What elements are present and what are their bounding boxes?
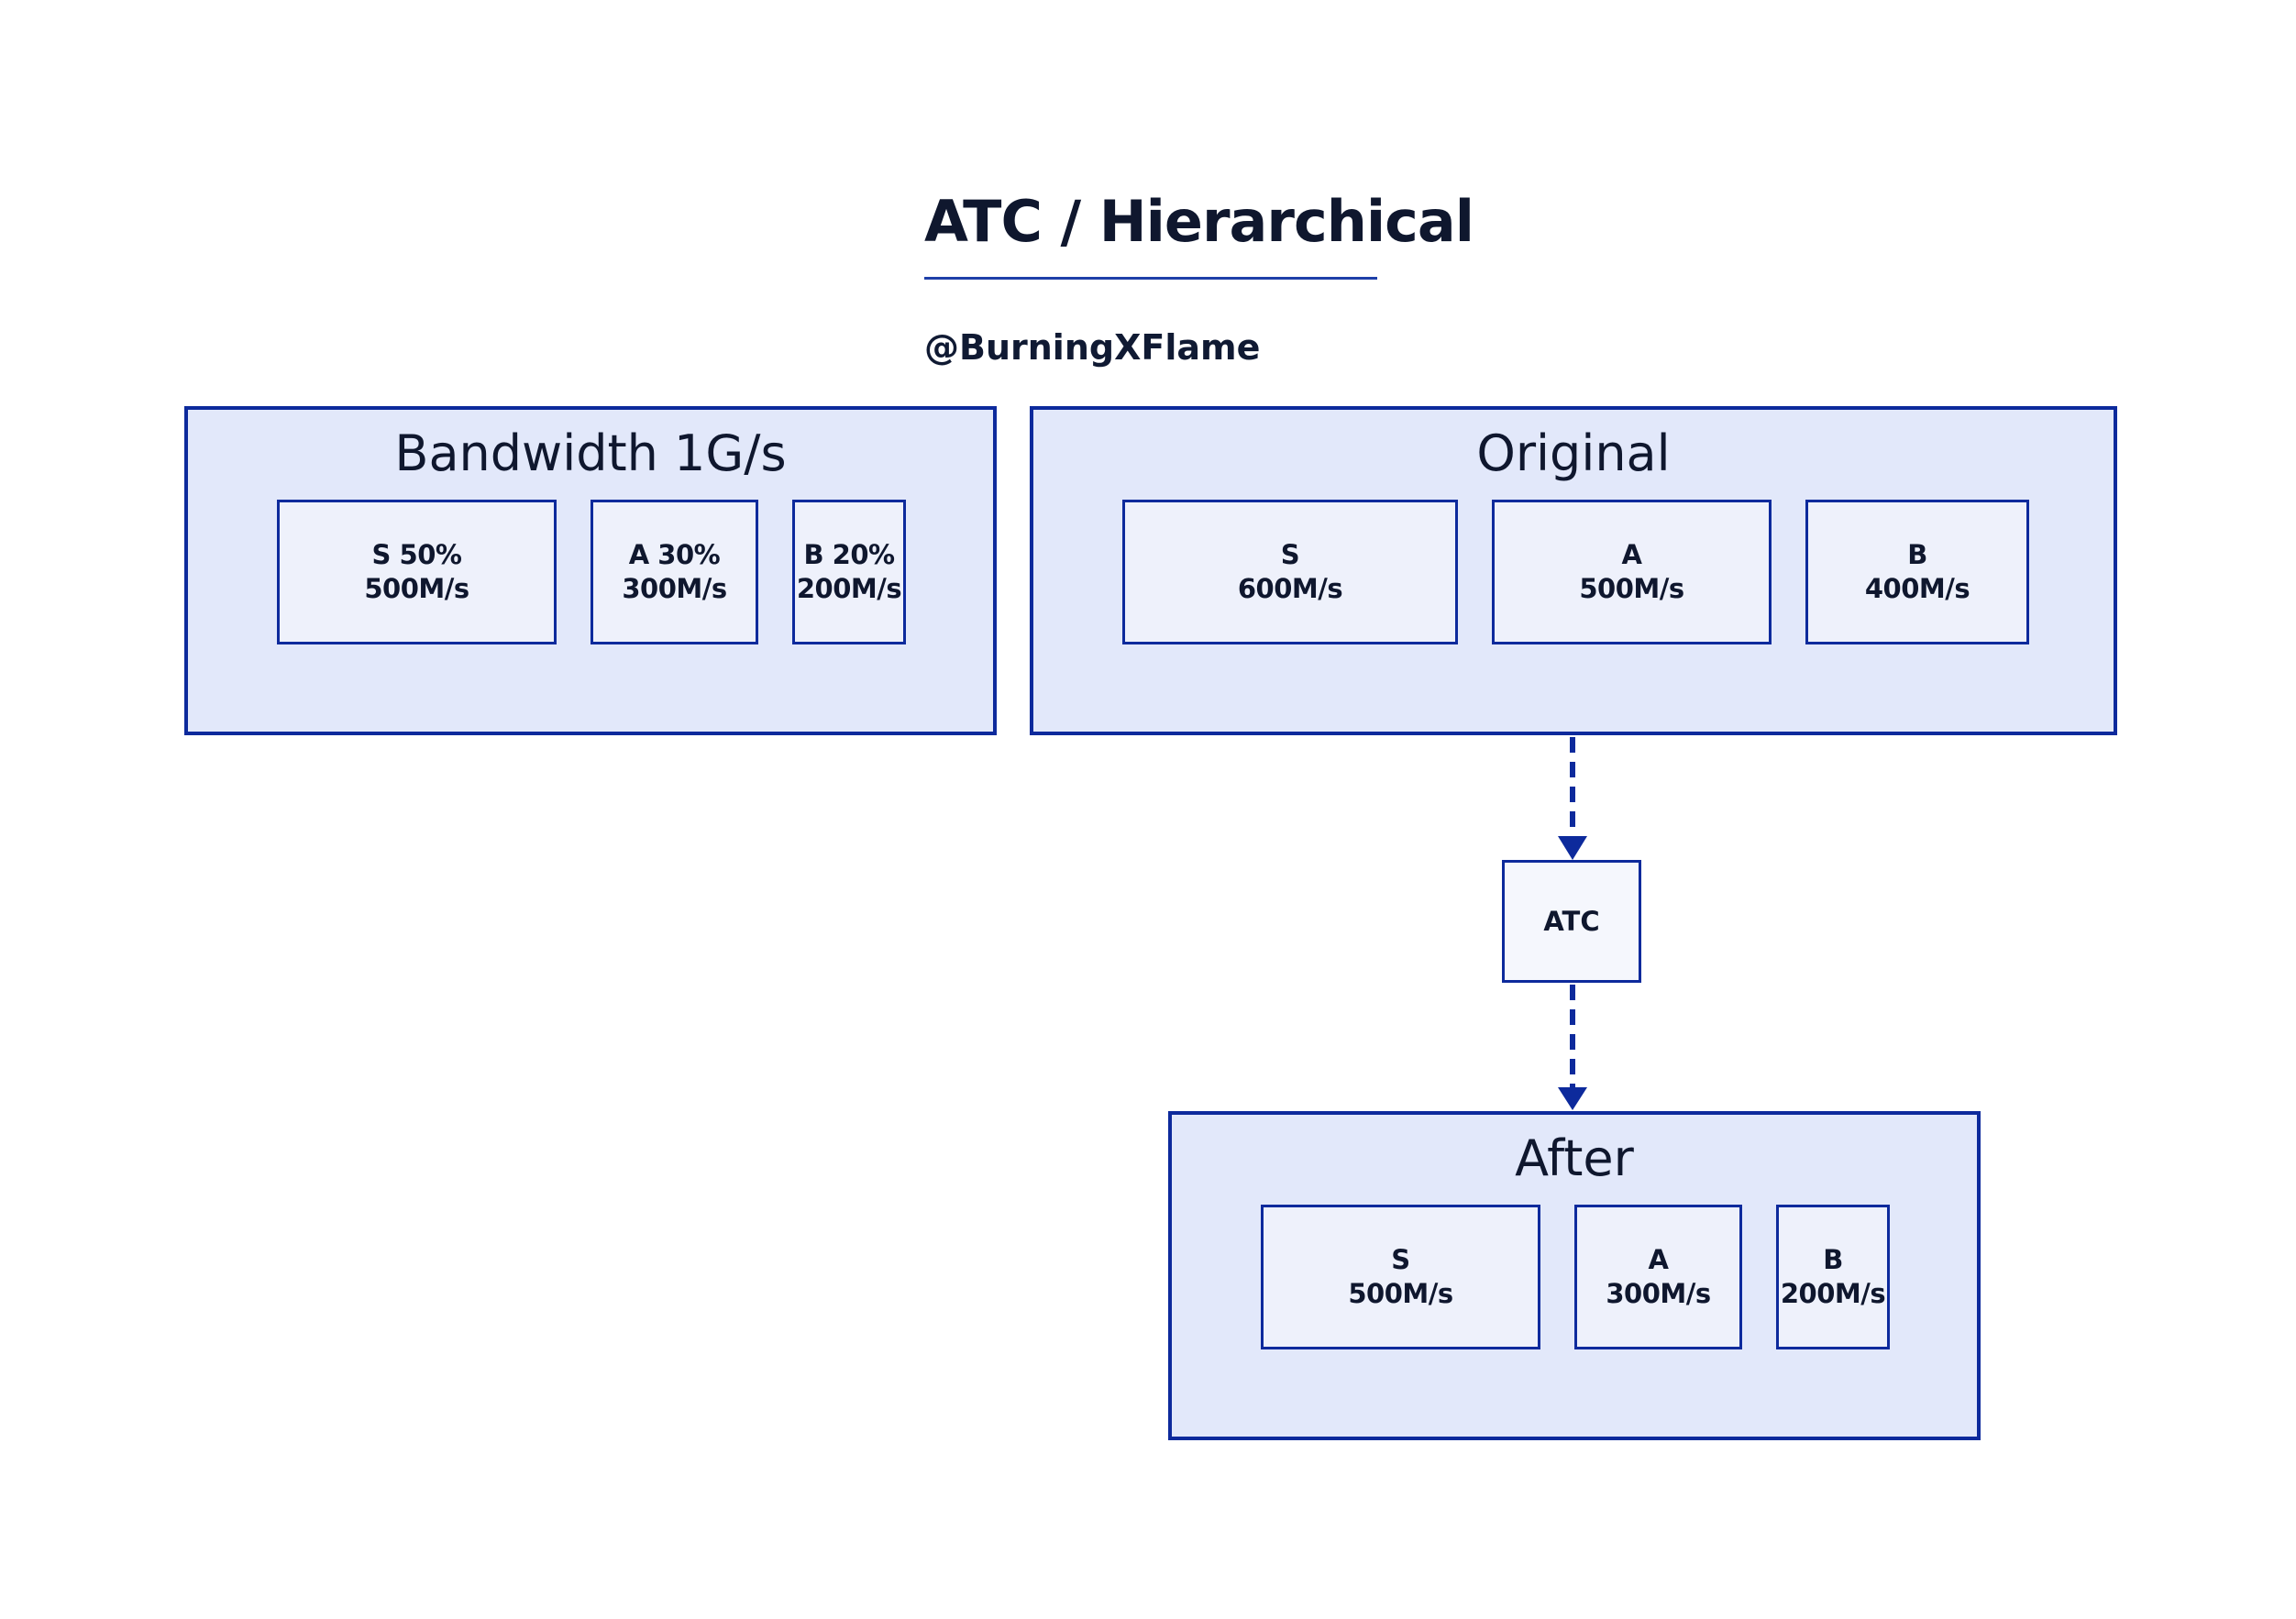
original-item-b: B 400M/s xyxy=(1805,500,2029,644)
after-item-b-name: B xyxy=(1823,1244,1843,1275)
original-item-b-name: B xyxy=(1907,539,1927,570)
arrow-original-to-atc-head xyxy=(1558,836,1587,860)
bandwidth-group-label: Bandwidth 1G/s xyxy=(394,424,787,482)
after-item-s: S 500M/s xyxy=(1261,1205,1540,1349)
after-item-s-rate: 500M/s xyxy=(1348,1278,1453,1309)
original-group: Original S 600M/s A 500M/s B 400M/s xyxy=(1030,406,2117,735)
after-item-a-name: A xyxy=(1648,1244,1669,1275)
after-item-a: A 300M/s xyxy=(1574,1205,1742,1349)
after-item-a-rate: 300M/s xyxy=(1606,1278,1711,1309)
title-underline xyxy=(924,277,1377,280)
bandwidth-item-a: A 30% 300M/s xyxy=(591,500,758,644)
bandwidth-item-s-name: S 50% xyxy=(371,539,462,570)
author-handle: @BurningXFlame xyxy=(924,327,1261,368)
after-item-s-name: S xyxy=(1391,1244,1410,1275)
original-item-a: A 500M/s xyxy=(1492,500,1772,644)
bandwidth-item-a-rate: 300M/s xyxy=(622,573,727,604)
arrow-atc-to-after-head xyxy=(1558,1087,1587,1110)
after-item-b-rate: 200M/s xyxy=(1780,1278,1886,1309)
bandwidth-group: Bandwidth 1G/s S 50% 500M/s A 30% 300M/s… xyxy=(184,406,997,735)
original-item-a-name: A xyxy=(1621,539,1642,570)
original-item-a-rate: 500M/s xyxy=(1579,573,1684,604)
after-item-b: B 200M/s xyxy=(1776,1205,1890,1349)
atc-node: ATC xyxy=(1502,860,1641,983)
original-item-s-rate: 600M/s xyxy=(1237,573,1343,604)
bandwidth-item-b-rate: 200M/s xyxy=(796,573,902,604)
bandwidth-item-s-rate: 500M/s xyxy=(364,573,469,604)
original-item-s: S 600M/s xyxy=(1122,500,1458,644)
original-item-b-rate: 400M/s xyxy=(1864,573,1970,604)
diagram-title: ATC / Hierarchical xyxy=(924,188,1474,255)
bandwidth-item-a-name: A 30% xyxy=(628,539,721,570)
after-group-label: After xyxy=(1515,1129,1634,1187)
bandwidth-item-b: B 20% 200M/s xyxy=(792,500,906,644)
original-item-s-name: S xyxy=(1280,539,1300,570)
bandwidth-item-s: S 50% 500M/s xyxy=(277,500,557,644)
bandwidth-item-b-name: B 20% xyxy=(803,539,895,570)
original-group-label: Original xyxy=(1476,424,1671,482)
after-group: After S 500M/s A 300M/s B 200M/s xyxy=(1168,1111,1981,1440)
